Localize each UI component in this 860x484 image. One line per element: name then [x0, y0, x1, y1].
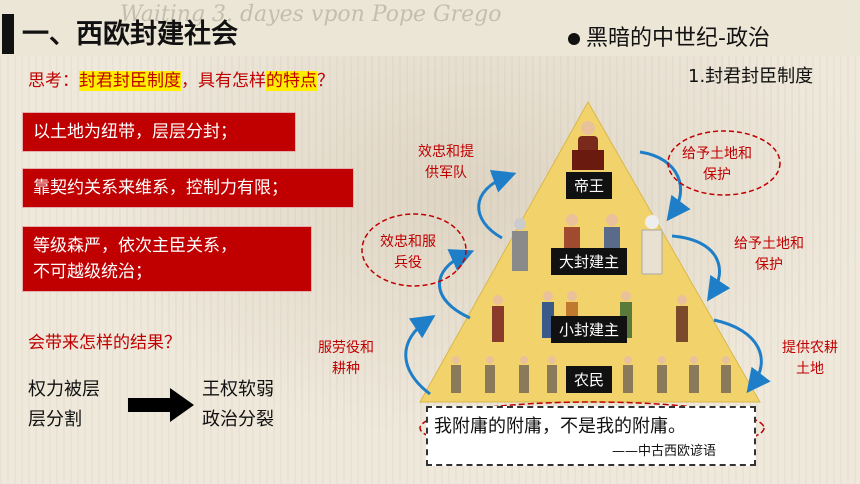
- note-line: 保护: [755, 257, 783, 273]
- right-arrow-icon: [128, 388, 194, 422]
- result-left: 权力被层 层分割: [28, 375, 100, 435]
- feature-text: 以土地为纽带，层层分封；: [33, 122, 237, 142]
- section-heading: 1.封君封臣制度: [688, 66, 814, 87]
- question-suffix: ？: [317, 71, 334, 91]
- note-ellipse-right: [667, 130, 781, 196]
- note-grant-land-2: 给予土地和 保护: [734, 234, 804, 276]
- arrow-right-3: [713, 318, 771, 394]
- note-ellipse-left: [361, 213, 467, 287]
- note-line: 兵役: [394, 255, 422, 271]
- bullet-icon: [568, 33, 580, 45]
- proverb-source: ——中古西欧谚语: [612, 444, 717, 459]
- note-line: 提供农耕: [782, 340, 838, 356]
- king-figure: [572, 121, 604, 170]
- arrow-right-2: [671, 234, 731, 302]
- result-right: 王权软弱 政治分裂: [202, 375, 274, 435]
- result-left-line: 层分割: [28, 409, 82, 430]
- consequence-question: 会带来怎样的结果？: [28, 333, 181, 353]
- background-script-text: Waiting 3. dayes vpon Pope Grego: [120, 2, 502, 27]
- note-line: 土地: [796, 361, 824, 377]
- note-loyalty-service: 效忠和服 兵役: [380, 232, 436, 274]
- level-label-emperor: 帝王: [566, 172, 613, 199]
- feature-text: 靠契约关系来维系，控制力有限；: [33, 178, 288, 198]
- note-loyalty-army: 效忠和提 供军队: [418, 142, 474, 184]
- subtitle-text: 黑暗的中世纪-政治: [586, 26, 770, 51]
- level-label-peasants: 农民: [566, 366, 613, 393]
- feature-box-1: 以土地为纽带，层层分封；: [22, 112, 296, 152]
- feature-box-3: 等级森严，依次主臣关系， 不可越级统治；: [22, 226, 312, 292]
- arrow-right-1: [639, 150, 691, 222]
- feature-text: 等级森严，依次主臣关系，: [33, 236, 237, 256]
- think-question: 思考：封君封臣制度，具有怎样的特点？: [28, 66, 334, 91]
- note-line: 给予土地和: [682, 146, 752, 162]
- quote-ellipse: [419, 401, 765, 455]
- peasants-figures: [451, 356, 731, 393]
- page-title: 一、西欧封建社会: [22, 19, 238, 50]
- title-accent-bar: [2, 14, 14, 54]
- note-line: 供军队: [425, 165, 467, 181]
- proverb-quote: 我附庸的附庸，不是我的附庸。: [434, 416, 686, 437]
- quote-box: [426, 406, 756, 466]
- result-left-line: 权力被层: [28, 379, 100, 400]
- note-line: 服劳役和: [318, 340, 374, 356]
- question-highlight-2: 的特点: [266, 71, 317, 91]
- question-highlight-1: 封君封臣制度: [79, 71, 181, 91]
- note-farmland: 提供农耕 土地: [782, 338, 838, 380]
- note-line: 给予土地和: [734, 236, 804, 252]
- level-label-great-lords: 大封建主: [551, 248, 628, 275]
- level-label-lesser-lords: 小封建主: [551, 316, 628, 343]
- note-line: 耕种: [332, 361, 360, 377]
- question-middle: ，具有怎样: [181, 71, 266, 91]
- feature-box-2: 靠契约关系来维系，控制力有限；: [22, 168, 354, 208]
- arrow-left-2: [438, 249, 475, 320]
- result-right-line: 王权软弱: [202, 379, 274, 400]
- arrow-left-3: [404, 315, 436, 396]
- result-right-line: 政治分裂: [202, 409, 274, 430]
- question-prefix: 思考：: [28, 71, 79, 91]
- page-subtitle: 黑暗的中世纪-政治: [568, 20, 770, 52]
- note-line: 保护: [703, 167, 731, 183]
- header-band: [0, 0, 860, 56]
- arrow-left-1: [477, 169, 517, 240]
- feature-text: 不可越级统治；: [33, 262, 152, 282]
- note-line: 效忠和提: [418, 144, 474, 160]
- note-line: 效忠和服: [380, 234, 436, 250]
- note-grant-land-1: 给予土地和 保护: [682, 144, 752, 186]
- note-labor-farming: 服劳役和 耕种: [318, 338, 374, 380]
